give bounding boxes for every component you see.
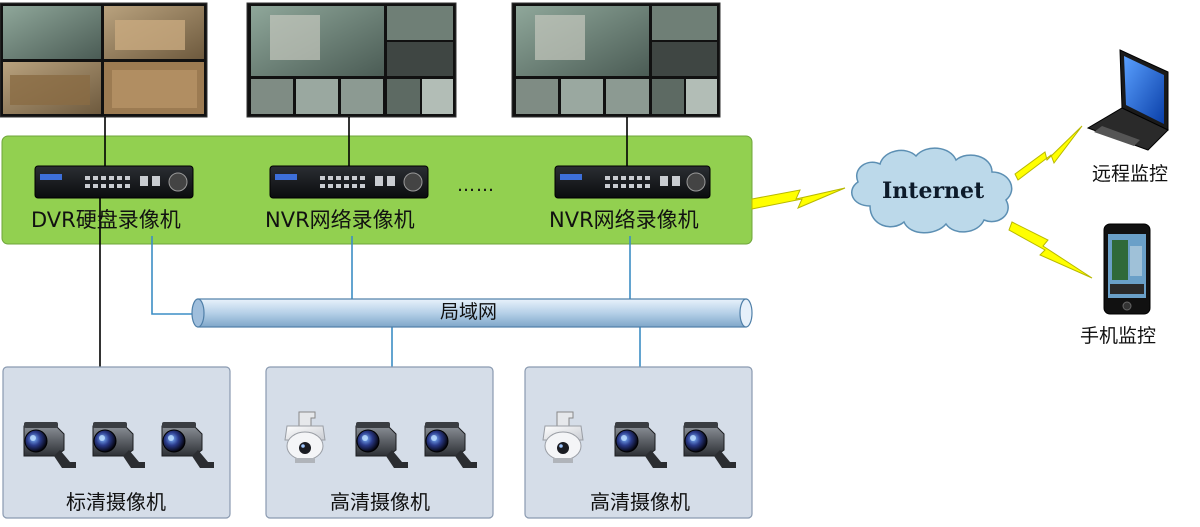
lan-links	[151, 236, 641, 368]
nvr1-recorder-box	[269, 165, 429, 199]
nvr2-recorder-box	[554, 165, 711, 199]
sd-camera-label: 标清摄像机	[66, 490, 166, 514]
laptop-icon	[1086, 49, 1169, 151]
wireless-bolt-lan-to-internet	[751, 187, 846, 210]
hd1-camera-label: 高清摄像机	[330, 490, 430, 514]
hd2-dome-camera	[542, 411, 584, 463]
dvr-recorder-label: DVR硬盘录像机	[31, 208, 181, 232]
monitor-cables	[99, 117, 628, 368]
lan-pipe	[191, 298, 753, 328]
hd1-bullet-camera-2	[424, 422, 477, 468]
hd1-dome-camera	[284, 411, 326, 463]
sd-camera-3	[161, 422, 214, 468]
nvr1-monitor	[246, 2, 457, 118]
hd2-camera-label: 高清摄像机	[590, 490, 690, 514]
lan-label: 局域网	[440, 301, 498, 323]
remote-monitor-label: 远程监控	[1092, 163, 1169, 185]
nvr1-recorder-label: NVR网络录像机	[265, 208, 415, 232]
internet-cloud	[851, 147, 1013, 234]
dvr-monitor	[0, 2, 208, 118]
wireless-bolt-internet-to-phone	[1008, 221, 1093, 279]
hd2-bullet-camera-2	[683, 422, 736, 468]
sd-camera-1	[23, 422, 76, 468]
sd-camera-2	[92, 422, 145, 468]
hd1-bullet-camera-1	[355, 422, 408, 468]
hd2-bullet-camera-1	[614, 422, 667, 468]
internet-label: Internet	[882, 178, 985, 204]
mobile-monitor-label: 手机监控	[1080, 325, 1157, 347]
nvr2-recorder-label: NVR网络录像机	[549, 208, 699, 232]
wireless-bolt-internet-to-laptop	[1014, 125, 1083, 181]
recorder-ellipsis: ……	[457, 175, 495, 196]
dvr-recorder-box	[34, 165, 194, 199]
phone-icon	[1103, 223, 1151, 315]
nvr2-monitor	[511, 2, 721, 118]
